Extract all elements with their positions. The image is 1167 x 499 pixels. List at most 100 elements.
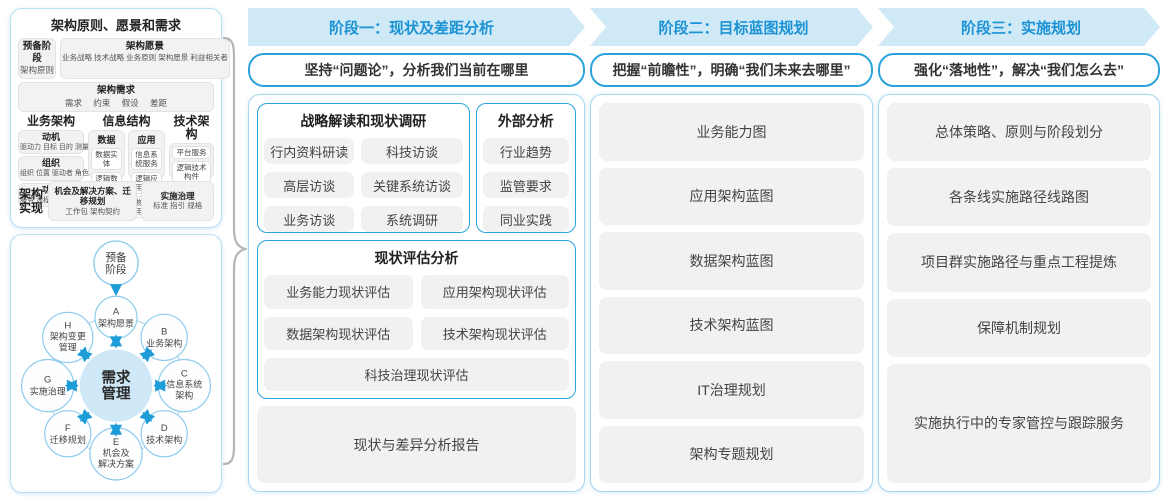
phase-1-body: 战略解读和现状调研 行内资料研读 科技访谈 高层访谈 关键系统访谈 业务访谈 系… (248, 94, 585, 492)
phase-2-item: 数据架构蓝图 (599, 232, 864, 290)
node-id: B (161, 326, 167, 337)
phase-1-top-row: 战略解读和现状调研 行内资料研读 科技访谈 高层访谈 关键系统访谈 业务访谈 系… (257, 103, 576, 234)
survey-item: 关键系统访谈 (361, 172, 463, 198)
architecture-columns: 业务架构 动机 驱动力 目标 目的 测量 组织 组织 位置 驱动者 角色 功能 … (18, 113, 214, 218)
assessment-item: 应用架构现状评估 (420, 275, 569, 309)
phase-2-column: 阶段二：目标蓝图规划 把握“前瞻性”，明确“我们未来去哪里” 业务能力图 应用架… (590, 8, 873, 492)
group-text: 驱动力 目标 目的 测量 (20, 144, 89, 152)
vision-box: 架构愿景 业务战略 技术战略 业务原则 架构愿景 利益相关者 (60, 38, 230, 79)
node-label: 技术架构 (146, 434, 182, 445)
external-item: 监管要求 (482, 172, 569, 198)
prep-line2: 架构原则 (20, 64, 55, 75)
box-title: 机会及解决方案、迁移规划 (54, 185, 131, 207)
application-item: 信息系统服务 (131, 147, 162, 170)
survey-items: 行内资料研读 科技访谈 高层访谈 关键系统访谈 业务访谈 系统调研 (264, 138, 463, 232)
phases-region: 阶段一：现状及差距分析 坚持“问题论”，分析我们当前在哪里 战略解读和现状调研 … (248, 8, 1160, 492)
node-label: 信息系统 (166, 379, 202, 390)
technology-architecture-title: 技术架构 (173, 113, 210, 141)
phase-2-item: 架构专题规划 (599, 425, 864, 483)
phase-3-item: 总体策略、原则与阶段划分 (887, 103, 1151, 162)
information-structure-column: 信息结构 数据 数据实体 逻辑数据构件 物理数据构件 应用 信息系统服务 逻辑应… (88, 113, 165, 218)
phase-2-item: 应用架构蓝图 (599, 167, 864, 225)
phase-3-band: 阶段三：实施规划 (878, 8, 1160, 46)
business-group-motivation: 动机 驱动力 目标 目的 测量 (18, 129, 89, 155)
phase-2-subtitle: 把握“前瞻性”，明确“我们未来去哪里” (590, 53, 873, 87)
phase-2-item: 业务能力图 (599, 103, 864, 161)
technology-items: 平台服务 逻辑技术构件 物理技术构件 (169, 143, 214, 208)
node-id: C (181, 369, 188, 380)
cycle-center-requirements-management: 需求 管理 (79, 349, 153, 422)
node-id: A (113, 306, 120, 317)
realization-box-governance: 实施治理 标准 指引 规格 (141, 181, 214, 221)
assessment-items: 业务能力现状评估 应用架构现状评估 数据架构现状评估 技术架构现状评估 科技治理… (264, 275, 569, 392)
data-title: 数据 (97, 134, 116, 145)
business-architecture-column: 业务架构 动机 驱动力 目标 目的 测量 组织 组织 位置 驱动者 角色 功能 … (18, 113, 89, 207)
business-architecture-title: 业务架构 (26, 113, 75, 128)
cycle-node-G-implementation-governance: G 实施治理 (21, 358, 75, 413)
assessment-item: 技术架构现状评估 (420, 316, 569, 350)
phase-3-item: 实施执行中的专家管控与跟踪服务 (887, 363, 1151, 484)
application-subcolumn: 应用 信息系统服务 逻辑应用构件 物理应用构件 (128, 129, 165, 218)
phase-3-subtitle: 强化“落地性”，解决“我们怎么去” (878, 53, 1160, 87)
information-structure-title: 信息结构 (102, 113, 151, 128)
realization-title: 架构实现 (18, 186, 43, 215)
cycle-node-E-opportunities-solutions: E 机会及 解决方案 (89, 427, 143, 481)
phase-1-column: 阶段一：现状及差距分析 坚持“问题论”，分析我们当前在哪里 战略解读和现状调研 … (248, 8, 585, 492)
node-id: D (161, 423, 168, 434)
assessment-group: 现状评估分析 业务能力现状评估 应用架构现状评估 数据架构现状评估 技术架构现状… (257, 240, 576, 400)
survey-item: 高层访谈 (264, 172, 355, 198)
node-label: 解决方案 (98, 458, 134, 469)
node-label: 机会及 (102, 447, 129, 458)
prep-line1: 预备阶段 (22, 41, 52, 64)
adm-cycle-panel: 需求 管理 预备 阶段 A 架构愿景 B 业务架构 (10, 234, 222, 493)
survey-group: 战略解读和现状调研 行内资料研读 科技访谈 高层访谈 关键系统访谈 业务访谈 系… (257, 103, 470, 234)
node-id: G (44, 375, 51, 386)
cycle-prep-phase: 预备 阶段 (93, 240, 139, 297)
node-label: 迁移规划 (50, 434, 86, 445)
cycle-node-C-information-systems-architecture: C 信息系统 架构 (157, 358, 211, 413)
prep-vision-row: 预备阶段 架构原则 架构愿景 业务战略 技术战略 业务原则 架构愿景 利益相关者 (18, 38, 230, 79)
external-items: 行业趋势 监管要求 同业实践 (482, 138, 569, 232)
cycle-node-A-architecture-vision: A 架构愿景 (94, 295, 138, 340)
prep-phase-box: 预备阶段 架构原则 (18, 38, 57, 79)
box-text: 标准 指引 规格 (153, 201, 203, 211)
phase-3-column: 阶段三：实施规划 强化“落地性”，解决“我们怎么去” 总体策略、原则与阶段划分 … (878, 8, 1160, 492)
technology-item: 平台服务 (172, 146, 211, 160)
data-item: 数据实体 (91, 147, 122, 170)
node-id: E (113, 437, 119, 448)
adm-cycle-diagram: 需求 管理 预备 阶段 A 架构愿景 B 业务架构 (21, 240, 211, 481)
left-column: 架构原则、愿景和需求 预备阶段 架构原则 架构愿景 业务战略 技术战略 业务原则… (10, 8, 230, 493)
external-item: 行业趋势 (482, 138, 569, 164)
phase-2-band: 阶段二：目标蓝图规划 (590, 8, 873, 46)
box-title: 实施治理 (160, 190, 195, 201)
node-label: 架构变更 (50, 330, 86, 341)
assessment-item: 业务能力现状评估 (264, 275, 413, 309)
assessment-title: 现状评估分析 (374, 250, 459, 267)
assessment-item: 科技治理现状评估 (264, 357, 569, 392)
assessment-item: 数据架构现状评估 (264, 316, 413, 350)
group-text: 组织 位置 驱动者 角色 (20, 170, 89, 178)
phase-2-item: 技术架构蓝图 (599, 296, 864, 354)
center-line2: 管理 (101, 385, 131, 403)
architecture-overview-panel: 架构原则、愿景和需求 预备阶段 架构原则 架构愿景 业务战略 技术战略 业务原则… (10, 8, 230, 228)
requirements-box: 架构需求 需求 约束 假设 差距 (18, 81, 214, 112)
requirements-title: 架构需求 (96, 84, 135, 96)
center-line1: 需求 (101, 369, 131, 387)
node-label: 架构愿景 (98, 317, 134, 328)
group-title: 动机 (41, 131, 60, 142)
prep-line1: 预备 (105, 251, 127, 264)
phase-2-body: 业务能力图 应用架构蓝图 数据架构蓝图 技术架构蓝图 IT治理规划 架构专题规划 (590, 94, 873, 492)
technology-item: 逻辑技术构件 (172, 161, 211, 184)
phase-3-item: 项目群实施路径与重点工程提炼 (887, 233, 1151, 292)
application-title: 应用 (137, 134, 156, 145)
survey-group-title: 战略解读和现状调研 (300, 113, 427, 129)
brace-connector (222, 36, 247, 466)
gap-analysis-report-box: 现状与差异分析报告 (257, 406, 576, 483)
external-analysis-title: 外部分析 (497, 113, 554, 129)
external-analysis-group: 外部分析 行业趋势 监管要求 同业实践 (475, 103, 576, 234)
vision-title: 架构愿景 (125, 41, 164, 52)
vision-items: 业务战略 技术战略 业务原则 架构愿景 利益相关者 (62, 52, 228, 62)
node-label: 架构 (175, 390, 193, 401)
survey-item: 业务访谈 (264, 206, 355, 232)
external-item: 同业实践 (482, 206, 569, 232)
